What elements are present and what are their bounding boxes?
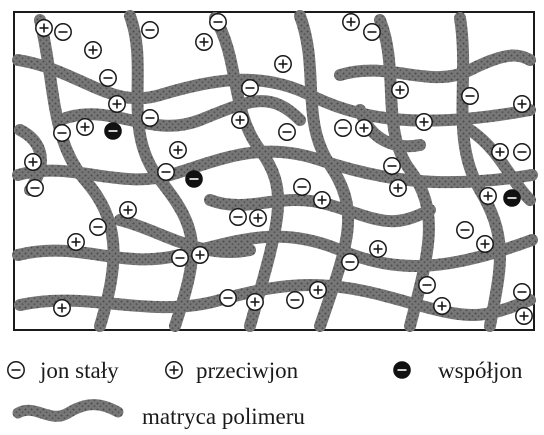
counter-ion xyxy=(477,236,493,252)
legend: jon stały przeciwjon współjon matryca po… xyxy=(8,358,523,429)
counter-ion xyxy=(434,298,450,314)
counter-ion xyxy=(314,192,330,208)
membrane-panel xyxy=(14,12,534,330)
fixed-ion xyxy=(54,125,70,141)
fixed-ion xyxy=(172,250,188,266)
fixed-ion xyxy=(230,209,246,225)
polymer-matrix-label: matryca polimeru xyxy=(142,404,305,429)
fixed-ion xyxy=(514,284,530,300)
counter-ion xyxy=(356,120,372,136)
fixed-ion xyxy=(142,110,158,126)
counter-ion xyxy=(343,14,359,30)
fixed-ion xyxy=(90,219,106,235)
fixed-ion xyxy=(100,70,116,86)
counter-ion xyxy=(247,294,263,310)
counter-ion xyxy=(416,114,432,130)
counter-ion xyxy=(85,42,101,58)
fixed-ion xyxy=(335,120,351,136)
fixed-ion xyxy=(462,88,478,104)
counter-ion xyxy=(120,202,136,218)
counter-ion xyxy=(370,241,386,257)
fixed-ion xyxy=(279,124,295,140)
co-ion-symbol xyxy=(394,362,410,378)
counter-ion xyxy=(514,96,530,112)
fixed-ion xyxy=(55,24,71,40)
counter-ion xyxy=(36,20,52,36)
counter-ion-label: przeciwjon xyxy=(196,358,299,383)
counter-ion xyxy=(25,154,41,170)
fixed-ion xyxy=(287,292,303,308)
fixed-ion xyxy=(142,22,158,38)
fixed-ion xyxy=(342,254,358,270)
fixed-ion-label: jon stały xyxy=(39,358,119,383)
counter-ion xyxy=(170,142,186,158)
counter-ion xyxy=(109,96,125,112)
legend-fixed-ion: jon stały xyxy=(8,358,119,383)
fixed-ion xyxy=(210,14,226,30)
counter-ion-symbol xyxy=(166,362,182,378)
counter-ion xyxy=(390,180,406,196)
counter-ion xyxy=(480,188,496,204)
counter-ion xyxy=(492,144,508,160)
co-ion xyxy=(105,123,121,139)
counter-ion xyxy=(275,56,291,72)
co-ion xyxy=(504,190,520,206)
counter-ion xyxy=(196,34,212,50)
counter-ion xyxy=(516,308,532,324)
counter-ion xyxy=(77,119,93,135)
fixed-ion-symbol xyxy=(8,362,24,378)
fixed-ion xyxy=(419,277,435,293)
fixed-ion xyxy=(384,158,400,174)
fixed-ion xyxy=(457,222,473,238)
fixed-ion xyxy=(294,179,310,195)
legend-counter-ion: przeciwjon xyxy=(166,358,299,383)
co-ion xyxy=(186,171,202,187)
counter-ion xyxy=(54,300,70,316)
counter-ion xyxy=(250,210,266,226)
counter-ion xyxy=(232,112,248,128)
fixed-ion xyxy=(220,290,236,306)
counter-ion xyxy=(392,82,408,98)
fixed-ion xyxy=(364,24,380,40)
fixed-ion xyxy=(514,144,530,160)
counter-ion xyxy=(310,282,326,298)
fixed-ion xyxy=(158,164,174,180)
legend-polymer-matrix: matryca polimeru xyxy=(18,404,305,429)
fixed-ion xyxy=(27,180,43,196)
counter-ion xyxy=(192,247,208,263)
fixed-ion xyxy=(242,80,258,96)
counter-ion xyxy=(68,234,84,250)
legend-co-ion: współjon xyxy=(394,358,523,383)
co-ion-label: współjon xyxy=(438,358,523,383)
polymer-strand-symbol xyxy=(18,405,118,417)
